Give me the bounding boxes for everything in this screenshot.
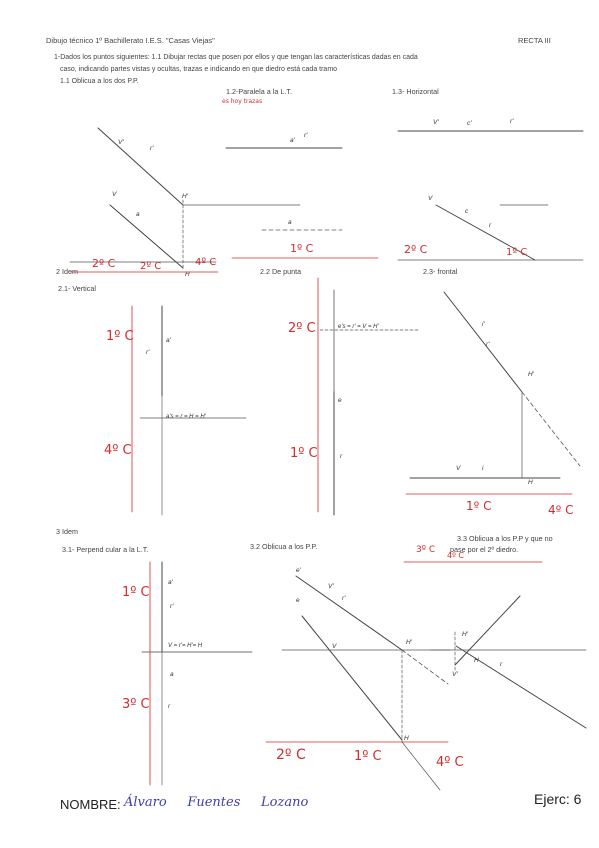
ex-3-3-label-h1: H': [462, 631, 468, 638]
section-3-2-title: 3.2 Oblicua a los P.P.: [250, 542, 318, 551]
ex-2-1-label-a1: a': [166, 337, 171, 344]
ex-3-3-diedro-4: 4º C: [447, 551, 464, 560]
ex-3-1-label-r2: r: [168, 703, 171, 710]
ex-3-2-label-e2: e: [296, 597, 300, 604]
ex-2-1-diedro-4: 4º C: [104, 443, 132, 458]
ex-3-2-label-e1: e': [296, 567, 301, 574]
ex-2-3-label-h2: H: [528, 479, 533, 486]
section-2-2-title: 2.2 De punta: [260, 267, 302, 276]
ex-1-1-diedro-2b: 2º C: [140, 261, 162, 272]
ex-3-1-label-r1: r': [170, 603, 174, 610]
ex-1-3-horizontal-projection: [435, 204, 536, 261]
section-1-2-note: es hoy trazas: [222, 98, 263, 105]
ex-3-2-diedro-1: 1º C: [354, 749, 382, 764]
course-title: Dibujo técnico 1º Bachillerato I.E.S. "C…: [46, 36, 215, 45]
section-1-3-title: 1.3- Horizontal: [392, 87, 439, 96]
ex-3-3-diedro-3: 3º C: [416, 545, 436, 555]
instruction-line-2: caso, indicando partes vistas y ocultas,…: [60, 66, 338, 73]
ex-2-1-diedro-1: 1º C: [106, 329, 134, 344]
ex-1-1-label-h1: H': [182, 193, 188, 200]
ex-1-1-label-a2: a: [136, 211, 140, 218]
ex-1-1-vertical-projection: [97, 127, 184, 206]
section-3-3-title-1: 3.3 Oblicua a los P.P y que no: [457, 534, 553, 543]
ex-3-1-label-a1: a': [168, 579, 173, 586]
ex-2-2-diedro-1: 1º C: [290, 446, 318, 461]
ex-1-1-diedro-2: 2º C: [92, 257, 116, 270]
section-2-1-title: 2.1- Vertical: [58, 284, 96, 293]
ex-1-2-label-a1: a': [290, 137, 295, 144]
ex-3-3-vertical-projection: [454, 595, 521, 666]
ex-3-1-label-a2: a: [170, 671, 174, 678]
ex-2-3-label-i1: i': [482, 321, 485, 328]
instruction-line-3: 1.1 Oblicua a los dos P.P.: [60, 78, 139, 85]
ex-1-1-label-v2: V: [112, 191, 117, 198]
instruction-line-1: 1-Dados los puntos siguientes: 1.1 Dibuj…: [54, 54, 418, 61]
ex-3-2-tail: [401, 741, 441, 791]
ex-1-1-horizontal-projection: [109, 204, 184, 269]
student-name: Álvaro Fuentes Lozano: [124, 795, 309, 810]
ex-3-2-label-r1: r': [342, 595, 346, 602]
ex-1-3-label-c1: c': [467, 120, 472, 127]
section-3-3-title-2: pase por el 2º diedro.: [450, 545, 519, 554]
ex-1-3-label-r1: r': [510, 118, 514, 125]
ex-3-2-label-h1: H': [406, 639, 412, 646]
ex-2-1-points: a's = r = H = H': [166, 414, 206, 420]
ex-3-2-diedro-4: 4º C: [436, 755, 464, 770]
ex-1-2-label-r1: r': [304, 132, 308, 139]
section-2-3-title: 2.3- frontal: [423, 267, 458, 276]
ex-3-1-points: V = r'= H'= H: [168, 643, 203, 649]
ex-2-3-label-r1: r': [486, 341, 490, 348]
ex-3-3-label-r2: r: [500, 661, 503, 668]
ex-2-3-diedro-4: 4º C: [548, 503, 574, 517]
ex-1-3-label-v2: V: [428, 195, 433, 202]
ex-1-3-diedro-1: 1º C: [506, 247, 528, 258]
ex-2-1-label-r1: r': [146, 349, 150, 356]
section-3-title: 3 Idem: [56, 527, 78, 536]
ex-1-3-label-v1: V': [433, 119, 439, 126]
ex-3-2-vertical-projection: [295, 575, 403, 651]
ex-1-1-label-h2: H: [185, 271, 190, 278]
ex-3-2-horizontal-projection: [301, 615, 403, 741]
ex-1-1-label-r1: r': [150, 145, 154, 152]
ex-1-2-label-a2: a: [288, 219, 292, 226]
ex-2-3-label-h1: H': [528, 371, 534, 378]
ex-2-3-vertical-projection: [443, 291, 523, 393]
ex-1-3-label-r2: r: [489, 222, 492, 229]
ex-2-2-label-r2: r: [340, 453, 343, 460]
ex-1-1-diedro-4: 4º C: [195, 257, 217, 268]
ex-2-2-diedro-2: 2º C: [288, 321, 316, 336]
ex-2-2-label-e2: e: [338, 397, 342, 404]
ex-2-3-diedro-1: 1º C: [466, 499, 492, 513]
ex-1-2-diedro-1: 1º C: [290, 242, 314, 255]
section-3-1-title: 3.1- Perpend cular a la L.T.: [62, 545, 149, 554]
ex-1-3-diedro-2: 2º C: [404, 243, 428, 256]
exercise-number: Ejerc: 6: [534, 791, 582, 807]
ex-2-3-hidden-projection: [521, 391, 581, 467]
ex-1-3-label-c2: c: [465, 208, 469, 215]
ex-3-1-diedro-3: 3º C: [122, 697, 150, 712]
ex-1-1-label-v1: V': [118, 139, 124, 146]
ex-2-3-label-i2: i: [482, 465, 484, 472]
ex-3-2-label-v1: V': [328, 583, 334, 590]
ex-3-3-label-v1: V': [452, 671, 458, 678]
name-label: NOMBRE:: [60, 797, 121, 812]
ex-3-2-label-h2: H: [404, 735, 409, 742]
ex-3-1-diedro-1: 1º C: [122, 585, 150, 600]
section-2-title: 2 Idem: [56, 267, 78, 276]
sheet-title: RECTA III: [518, 36, 551, 45]
ex-3-2-diedro-2: 2º C: [276, 747, 306, 763]
ex-3-3-label-h2: H: [474, 657, 479, 664]
ex-2-3-label-v2: V: [456, 465, 461, 472]
section-1-2-title: 1.2-Paralela a la L.T.: [226, 87, 292, 96]
ex-3-3-horizontal-projection: [455, 645, 587, 729]
ex-3-2-hidden-projection: [401, 649, 449, 685]
ex-2-2-points: e's = r' = V = H': [338, 324, 379, 330]
ex-3-2-label-v2: V: [332, 643, 337, 650]
